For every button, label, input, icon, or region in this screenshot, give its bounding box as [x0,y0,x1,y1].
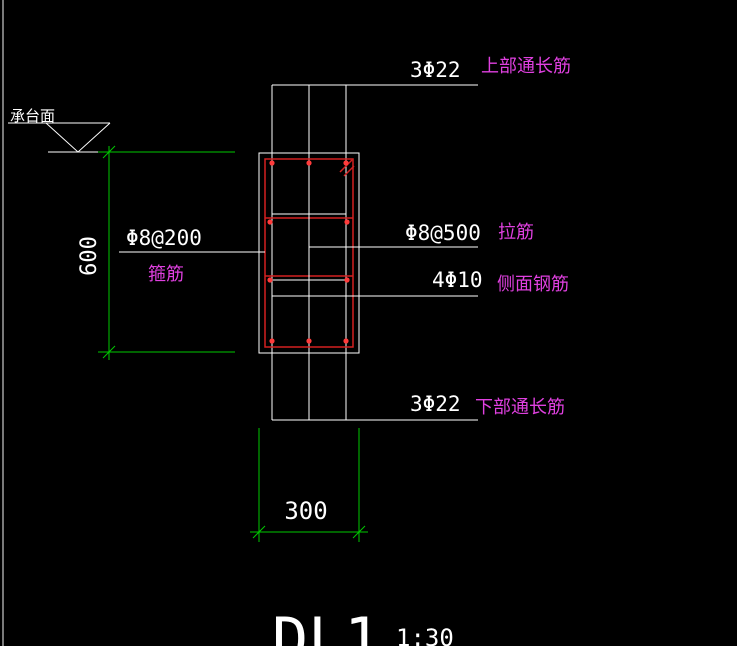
side-rebar-spec: 4Φ10 [432,268,483,292]
height-dimension-text: 600 [77,236,102,276]
width-dimension [250,428,368,542]
bottom-bar-dot [343,338,349,344]
bottom-rebar-label: 下部通长筋 [475,397,565,418]
longitudinal-bars [271,84,478,421]
top-rebar-spec: 3Φ22 [410,58,461,82]
elevation-triangle [45,122,111,153]
tie-rebar-label: 拉筋 [498,222,534,243]
side-bar-dot [267,277,273,283]
tie-rebar-spec: Φ8@500 [405,221,481,245]
top-rebar-label: 上部通长筋 [481,56,571,77]
drawing-scale: 1:30 [396,624,454,646]
stirrup [264,158,354,348]
top-bar-dot [269,160,275,166]
top-bar-dot [343,160,349,166]
bottom-bar-dot [306,338,312,344]
drawing-title: DL1 [272,605,380,646]
side-bar-dot [344,219,350,225]
stirrup-spec: Φ8@200 [126,226,202,250]
stirrup-label: 箍筋 [148,264,184,285]
elevation-mark: 承台面 [8,107,111,153]
side-bar-dot [267,219,273,225]
stirrup-hook [343,165,355,177]
side-rebar-label: 侧面钢筋 [497,274,569,295]
side-bar-dot [344,277,350,283]
beam-section-outline [258,152,360,354]
bottom-rebar-spec: 3Φ22 [410,392,461,416]
stirrup-hook [339,159,353,173]
width-dimension-text: 300 [284,497,327,525]
top-bar-dot [306,160,312,166]
rebar-dots [267,160,350,344]
elevation-label: 承台面 [10,107,55,125]
height-dimension [98,145,235,360]
bottom-bar-dot [269,338,275,344]
